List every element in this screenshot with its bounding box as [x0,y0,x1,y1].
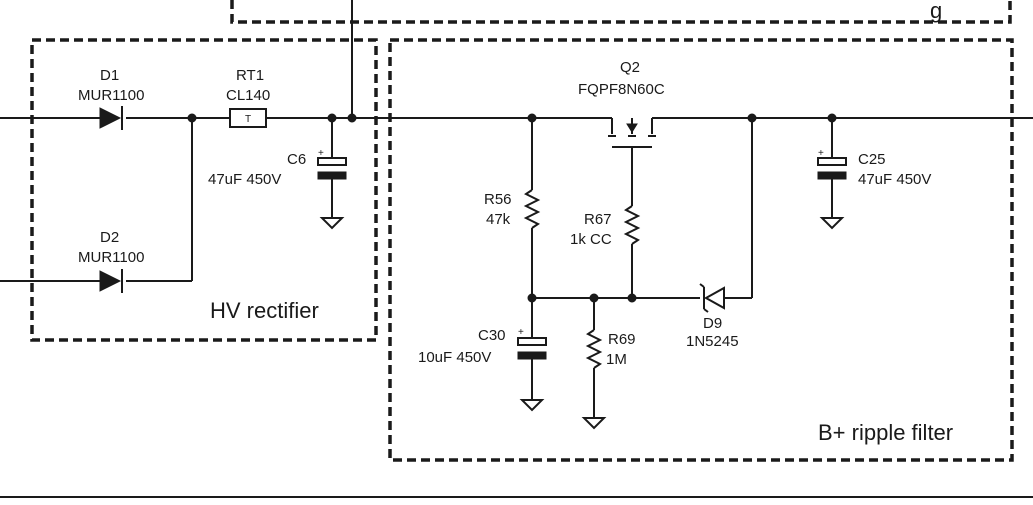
r69-ref: R69 [608,331,636,348]
top-block-label-fragment: g [930,0,942,23]
c30-value: 10uF 450V [418,349,491,366]
hv-rectifier-block [30,38,378,342]
main-rail [0,0,1033,282]
c6-ref: C6 [287,151,306,168]
diode-d1 [99,106,123,130]
junction-dots [187,113,837,303]
ripple-filter-label: B+ ripple filter [818,420,953,445]
diode-d2 [99,269,123,293]
q2-value: FQPF8N60C [578,81,665,98]
c25-value: 47uF 450V [858,171,931,188]
c30-polarity: + [518,327,524,338]
capacitor-c6 [317,118,347,230]
resistor-r69 [581,298,607,430]
c6-polarity: + [318,148,324,159]
resistor-r67 [623,205,641,298]
c25-polarity: + [818,148,824,159]
capacitor-c30 [517,298,547,412]
r67-ref: R67 [584,211,612,228]
r56-value: 47k [486,211,511,228]
d9-value: 1N5245 [686,333,739,350]
d2-value: MUR1100 [78,249,144,266]
c25-ref: C25 [858,151,886,168]
r67-value: 1k CC [570,231,612,248]
rt1-value: CL140 [226,87,270,104]
d9-ref: D9 [703,315,722,332]
c30-ref: C30 [478,327,506,344]
d1-value: MUR1100 [78,87,144,104]
capacitor-c25 [817,118,847,230]
d2-ref: D2 [100,229,119,246]
c6-value: 47uF 450V [208,171,281,188]
d1-ref: D1 [100,67,119,84]
r56-ref: R56 [484,191,512,208]
hv-rectifier-label: HV rectifier [210,298,319,323]
q2-ref: Q2 [620,59,640,76]
r69-value: 1M [606,351,627,368]
resistor-r56 [523,118,541,298]
ripple-filter-block [388,38,1014,462]
rt1-ref: RT1 [236,67,264,84]
top-block-border [230,0,1012,24]
zener-d9 [699,118,753,313]
thermistor-rt1 [229,108,267,128]
mosfet-q2 [608,118,656,206]
rt1-body-mark: T [245,114,251,125]
